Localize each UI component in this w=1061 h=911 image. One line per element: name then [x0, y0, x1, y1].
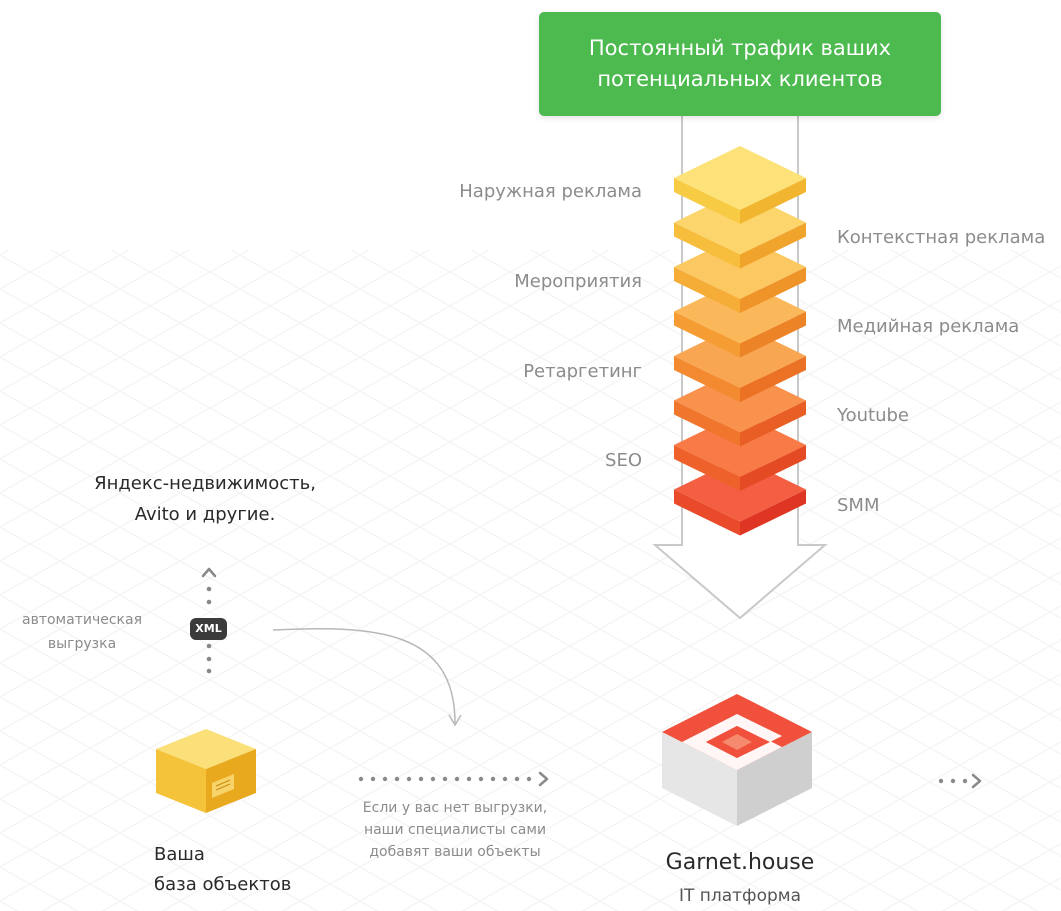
auto-upload-label: автоматическая выгрузка — [6, 608, 158, 656]
channel-smm: SMM — [837, 495, 880, 516]
platform-name: Garnet.house — [665, 850, 815, 875]
base-label-line1: Ваша — [154, 844, 205, 865]
manual-note-line2: наши специалисты сами — [363, 822, 547, 838]
upload-dotted-arrow-icon — [201, 567, 217, 674]
xml-badge: XML — [190, 618, 227, 640]
connector-line — [272, 627, 462, 727]
auto-upload-line2: выгрузка — [47, 636, 117, 652]
base-label-line2: база объектов — [154, 874, 292, 895]
manual-note: Если у вас нет выгрузки, наши специалист… — [330, 797, 580, 863]
channel-stack — [674, 146, 806, 536]
export-heading-line1: Яндекс-недвижимость, — [94, 473, 316, 494]
garnet-logo-icon — [662, 694, 812, 826]
traffic-header-line1: Постоянный трафик ваших — [588, 36, 892, 60]
manual-note-line1: Если у вас нет выгрузки, — [362, 800, 548, 816]
traffic-header-text: Постоянный трафик ваших потенциальных кл… — [570, 33, 910, 95]
channel-contextual: Контекстная реклама — [837, 227, 1046, 248]
channel-seo: SEO — [605, 450, 642, 471]
export-heading: Яндекс-недвижимость, Avito и другие. — [60, 468, 350, 530]
continue-arrow-icon — [938, 773, 982, 789]
channel-outdoor: Наружная реклама — [459, 181, 642, 202]
channel-media: Медийная реклама — [837, 316, 1020, 337]
platform-subtitle: IT платформа — [678, 886, 802, 906]
traffic-header-line2: потенциальных клиентов — [597, 67, 883, 91]
dotted-arrow-icon — [358, 771, 549, 787]
stack-layer — [674, 146, 806, 224]
channel-retargeting: Ретаргетинг — [523, 361, 642, 382]
traffic-header: Постоянный трафик ваших потенциальных кл… — [539, 12, 941, 116]
channel-youtube: Youtube — [837, 405, 909, 426]
channel-events: Мероприятия — [514, 271, 642, 292]
export-heading-line2: Avito и другие. — [134, 504, 276, 525]
manual-note-line3: добавят ваши объекты — [369, 844, 541, 860]
base-label: Ваша база объектов — [154, 840, 291, 900]
box-icon — [156, 729, 256, 813]
auto-upload-line1: автоматическая — [22, 612, 142, 628]
